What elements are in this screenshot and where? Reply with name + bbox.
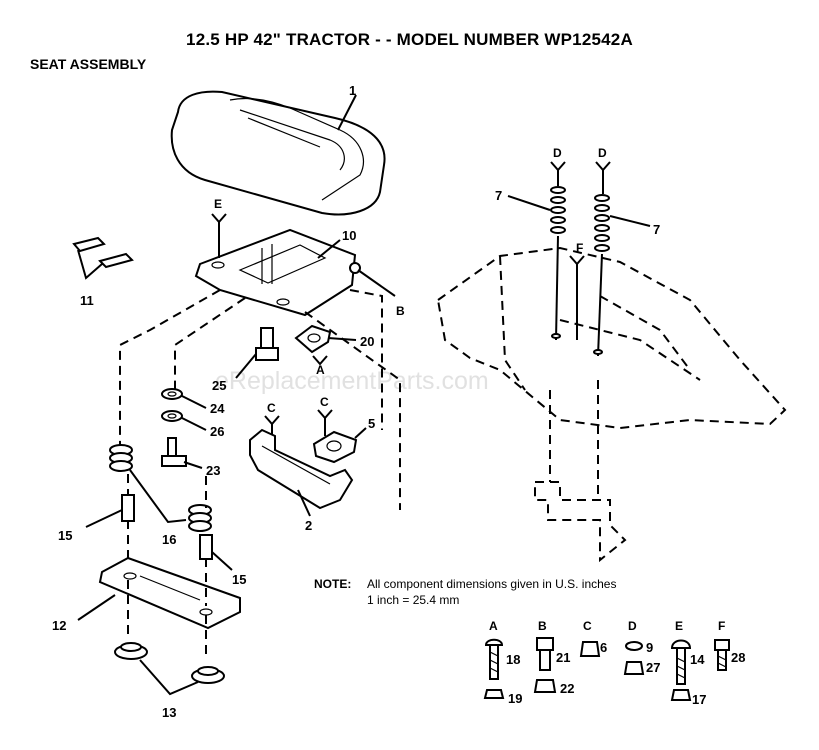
callout-1: 1 [349, 83, 356, 98]
ref-letter-a: A [316, 363, 325, 377]
hardware-letter-b: B [538, 619, 547, 633]
hardware-part-28: 28 [731, 650, 745, 665]
ref-letter-e: E [214, 197, 222, 211]
callout-26: 26 [210, 424, 224, 439]
callout-13: 13 [162, 705, 176, 720]
hardware-part-17: 17 [692, 692, 706, 707]
spring-part [550, 186, 566, 234]
seat-support-part [249, 428, 354, 510]
callout-25: 25 [212, 378, 226, 393]
carriage-bolt-part [484, 638, 504, 680]
callout-15-right: 15 [232, 572, 246, 587]
ref-letter-d-right: D [598, 146, 607, 160]
bolt-part [255, 327, 279, 361]
seat-cushion-part [170, 90, 386, 216]
frame-bracket-part [534, 380, 627, 563]
callout-15-left: 15 [58, 528, 72, 543]
locknut-part [579, 641, 601, 657]
spring-part [594, 194, 610, 252]
hardware-part-19: 19 [508, 691, 522, 706]
callout-24: 24 [210, 401, 225, 416]
note-line-2: 1 inch = 25.4 mm [367, 593, 459, 607]
ref-letter-c-left: C [267, 401, 276, 415]
callout-23: 23 [206, 463, 220, 478]
hardware-part-18: 18 [506, 652, 520, 667]
washer-part [625, 641, 643, 651]
hardware-letter-e: E [675, 619, 683, 633]
hardware-letter-f: F [718, 619, 725, 633]
hardware-part-9: 9 [646, 640, 653, 655]
lockwasher-part [161, 410, 183, 422]
callout-7-right: 7 [653, 222, 660, 237]
nut-part [623, 661, 645, 675]
ref-letter-b: B [396, 304, 405, 318]
ref-letter-d-left: D [553, 146, 562, 160]
callout-7-left: 7 [495, 188, 502, 203]
carriage-bolt-part [670, 639, 692, 685]
shoulder-bolt-part [536, 637, 554, 671]
note-label: NOTE: [314, 577, 351, 591]
nut-part [533, 679, 557, 693]
sleeve-part [199, 534, 213, 560]
clamp-part [312, 430, 358, 464]
spring-part [109, 444, 133, 472]
callout-2: 2 [305, 518, 312, 533]
hex-bolt-part [714, 639, 730, 671]
hardware-letter-a: A [489, 619, 498, 633]
hardware-part-14: 14 [690, 652, 705, 667]
hardware-part-21: 21 [556, 650, 570, 665]
spring-part [188, 504, 212, 532]
callout-5: 5 [368, 416, 375, 431]
washer-part [161, 388, 183, 400]
base-plate-part [98, 556, 241, 630]
callout-16: 16 [162, 532, 176, 547]
seat-bracket-part [194, 228, 361, 317]
callout-11: 11 [80, 293, 94, 308]
nut-part [483, 689, 505, 699]
callout-10: 10 [342, 228, 356, 243]
bumper-part [191, 666, 225, 684]
spacer-part [72, 236, 134, 280]
sleeve-part [121, 494, 135, 522]
hardware-letter-d: D [628, 619, 637, 633]
hardware-part-22: 22 [560, 681, 574, 696]
hardware-part-27: 27 [646, 660, 660, 675]
diagram-subtitle: SEAT ASSEMBLY [30, 56, 147, 72]
ref-letter-c-right: C [320, 395, 329, 409]
watermark: eReplacementParts.com [215, 367, 489, 395]
note-line-1: All component dimensions given in U.S. i… [367, 577, 616, 591]
bumper-part [114, 642, 148, 660]
clip-part [294, 324, 332, 354]
diagram-title: 12.5 HP 42" TRACTOR - - MODEL NUMBER WP1… [186, 30, 633, 49]
hardware-part-6: 6 [600, 640, 607, 655]
fender-part [436, 246, 787, 430]
nut-part [161, 437, 187, 467]
ref-letter-f: F [576, 241, 583, 255]
callout-20: 20 [360, 334, 374, 349]
hardware-letter-c: C [583, 619, 592, 633]
callout-12: 12 [52, 618, 66, 633]
nut-part [670, 689, 692, 701]
